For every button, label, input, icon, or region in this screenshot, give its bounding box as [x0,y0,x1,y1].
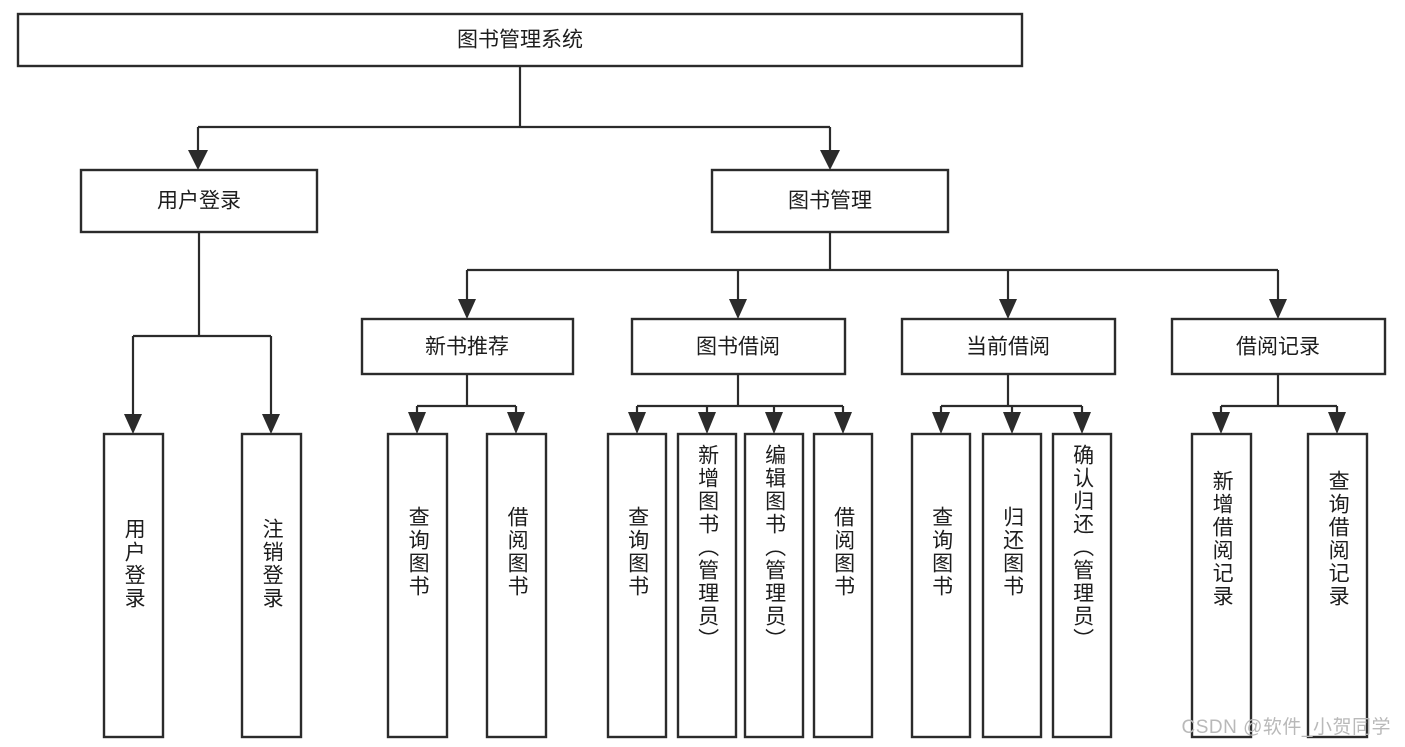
arrow-head-leaf-borrow-edit-book [765,412,783,434]
node-user-login[interactable]: 用户登录 [79,168,319,234]
node-leaf-borrow-edit-book-box[interactable] [743,432,805,739]
arrow-head-book-manage [820,150,840,170]
arrow-head-user-login [188,150,208,170]
node-current-borrow-box[interactable] [900,317,1117,376]
arrow-head-current-borrow [999,299,1017,319]
arrow-head-leaf-current-confirm-return [1073,412,1091,434]
node-book-manage-label: 图书管理 [788,190,872,213]
node-user-login-box[interactable] [79,168,319,234]
arrow-head-book-borrow [729,299,747,319]
arrow-head-leaf-record-add [1212,412,1230,434]
node-borrow-record-label: 借阅记录 [1236,336,1320,359]
node-leaf-record-query-box[interactable] [1306,432,1369,739]
arrow-head-new-book-recommend [458,299,476,319]
node-book-borrow-label: 图书借阅 [696,336,780,359]
node-leaf-user-logout-box[interactable] [240,432,303,739]
node-book-manage-box[interactable] [710,168,950,234]
arrow-head-leaf-rec-query-book [408,412,426,434]
node-leaf-current-return-book-box[interactable] [981,432,1043,739]
arrow-head-leaf-rec-borrow-book [507,412,525,434]
node-leaf-user-login-box[interactable] [102,432,165,739]
node-root-box[interactable] [16,12,1024,68]
connectors [124,66,1346,434]
csdn-watermark: CSDN @软件_小贺同学 [1181,717,1391,738]
arrow-head-leaf-record-query [1328,412,1346,434]
node-leaf-current-confirm-return-box[interactable] [1051,432,1113,739]
arrow-head-leaf-user-logout [262,414,280,434]
node-book-borrow[interactable]: 图书借阅 [630,317,847,376]
node-root-label: 图书管理系统 [457,29,583,52]
node-leaf-current-query-book-box[interactable] [910,432,972,739]
node-leaf-borrow-borrow-book-box[interactable] [812,432,874,739]
node-borrow-record[interactable]: 借阅记录 [1170,317,1387,376]
node-leaf-borrow-add-book-box[interactable] [676,432,738,739]
node-leaf-record-add-box[interactable] [1190,432,1253,739]
node-current-borrow[interactable]: 当前借阅 [900,317,1117,376]
node-new-book-recommend[interactable]: 新书推荐 [360,317,575,376]
arrow-head-leaf-borrow-query-book [628,412,646,434]
arrow-head-leaf-borrow-borrow-book [834,412,852,434]
arrow-head-leaf-current-return-book [1003,412,1021,434]
node-current-borrow-label: 当前借阅 [966,336,1050,359]
node-new-book-recommend-box[interactable] [360,317,575,376]
node-user-login-label: 用户登录 [157,190,241,213]
arrow-head-leaf-user-login [124,414,142,434]
node-borrow-record-box[interactable] [1170,317,1387,376]
node-leaf-rec-query-book-box[interactable] [386,432,449,739]
node-root[interactable]: 图书管理系统 [16,12,1024,68]
node-book-manage[interactable]: 图书管理 [710,168,950,234]
node-book-borrow-box[interactable] [630,317,847,376]
nodes: 图书管理系统 用户登录 图书管理 新书推荐 图书借阅 当前 [16,12,1387,739]
arrow-head-leaf-borrow-add-book [698,412,716,434]
arrow-head-borrow-record [1269,299,1287,319]
arrow-head-leaf-current-query-book [932,412,950,434]
node-new-book-recommend-label: 新书推荐 [425,336,509,359]
node-leaf-rec-borrow-book-box[interactable] [485,432,548,739]
node-leaf-borrow-query-book-box[interactable] [606,432,668,739]
